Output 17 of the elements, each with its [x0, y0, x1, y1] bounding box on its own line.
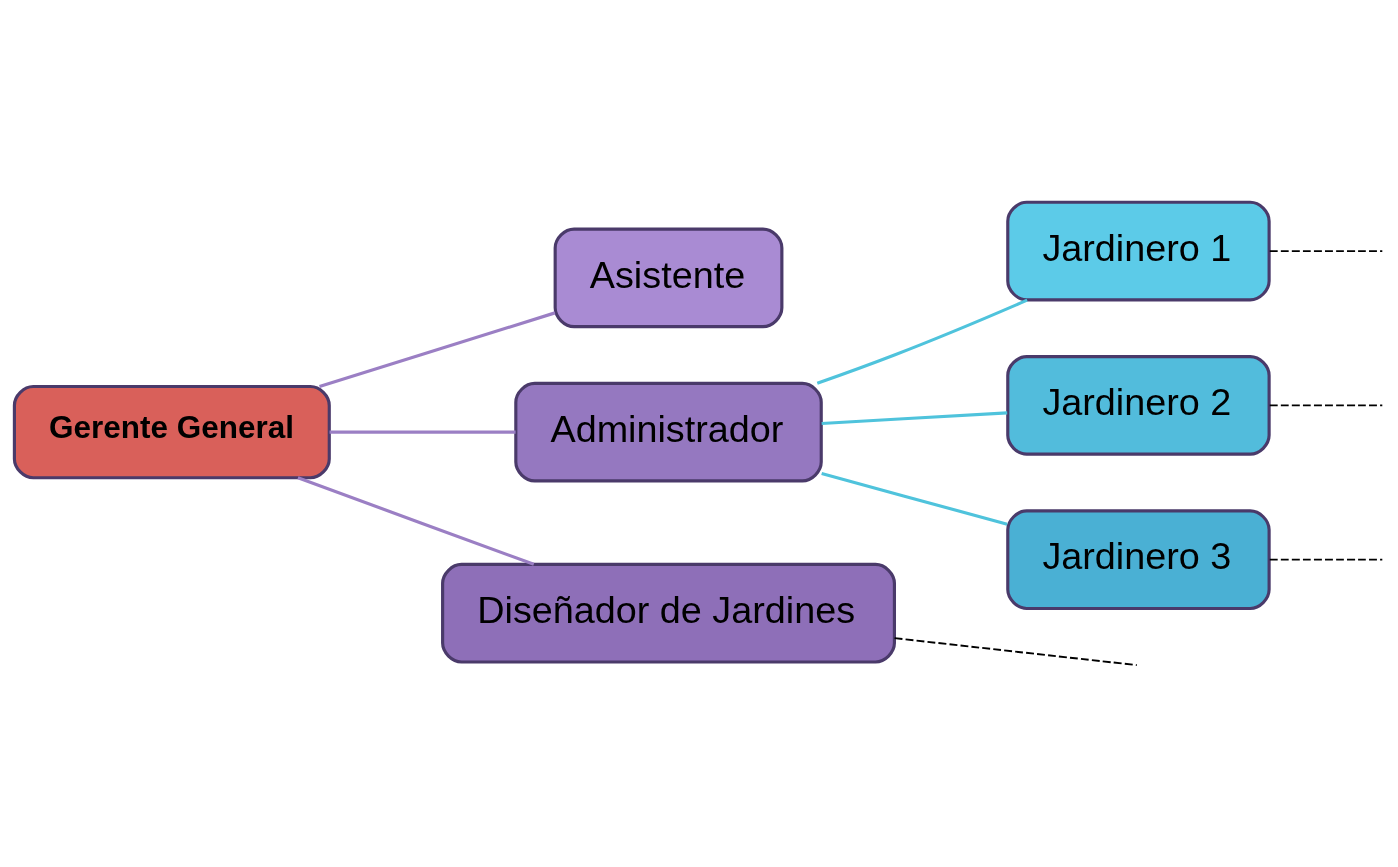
- connector: [297, 475, 535, 566]
- node-box: Administrador: [514, 381, 823, 483]
- node-box: Jardinero 3: [1006, 508, 1271, 610]
- connector: [1268, 558, 1384, 561]
- connector: [821, 410, 1008, 425]
- node-box: Asistente: [553, 227, 784, 328]
- node-box: Gerente General: [12, 384, 331, 479]
- node-box: Jardinero 1: [1006, 200, 1271, 301]
- connector: [319, 310, 556, 388]
- node-box: Diseñador de Jardines: [441, 562, 896, 664]
- node-box: Jardinero 2: [1006, 354, 1271, 456]
- connector: [893, 636, 1138, 666]
- connector: [1268, 249, 1384, 252]
- connector: [821, 471, 1008, 526]
- connector: [1268, 403, 1384, 406]
- connector: [816, 298, 1028, 385]
- connector: [329, 430, 516, 434]
